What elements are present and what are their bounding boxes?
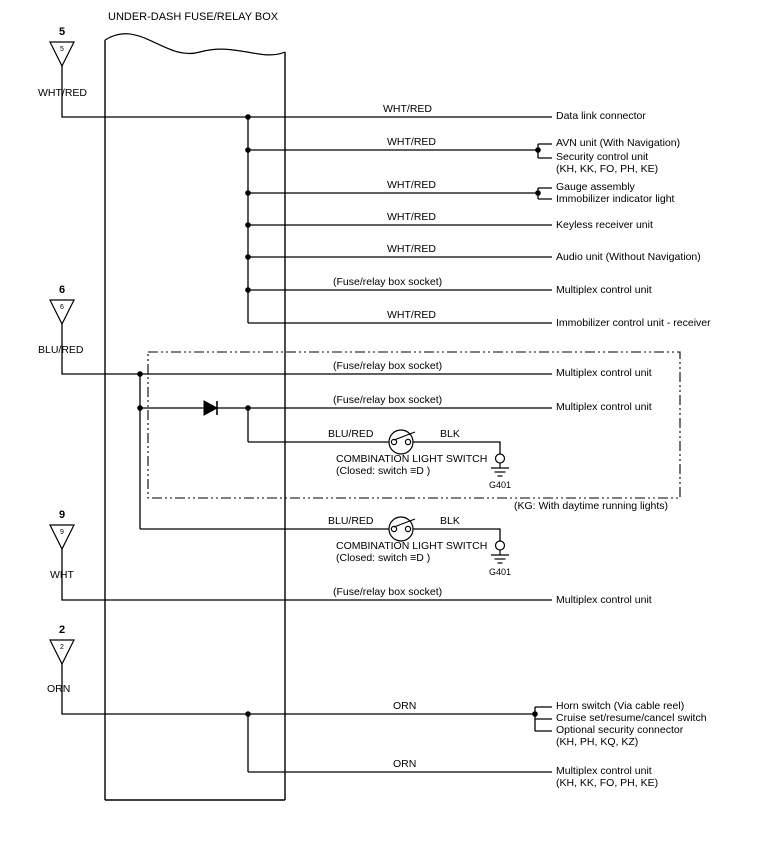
wire-color-label-wht-red-3: WHT/RED [387,179,436,191]
dest-avn-unit: AVN unit (With Navigation) [556,137,681,149]
wire-c2-main [61,664,535,715]
dest-multiplex-control-unit-models: (KH, KK, FO, PH, KE) [556,777,659,789]
connector-5-triangle [49,41,75,68]
wire-color-label-blu-red-2: BLU/RED [328,515,374,527]
wire-color-label-blu-red-1: BLU/RED [328,428,374,440]
dest-keyless-receiver-unit: Keyless receiver unit [556,219,653,231]
combination-light-switch-label-1: COMBINATION LIGHT SWITCH [336,453,488,465]
ground-symbol-g401-upper [491,453,509,477]
wire-color-label-wht-red-2: WHT/RED [387,136,436,148]
dest-cruise-switch: Cruise set/resume/cancel switch [556,712,707,724]
dest-multiplex-control-unit-4: Multiplex control unit [556,594,652,606]
ground-label-g401-2: G401 [488,567,512,577]
wire-color-label-orn-2: ORN [393,758,417,770]
fuse-relay-box-outline [104,33,286,801]
dest-security-control-unit-models: (KH, KK, FO, PH, KE) [556,163,659,175]
wire-bus-2 [247,714,552,773]
wire-switch1-right [413,441,501,454]
ground-label-g401-1: G401 [488,480,512,490]
dest-optional-security-connector: Optional security connector [556,724,684,736]
connector-5-number: 5 [58,26,66,38]
connector-6-number: 6 [58,284,66,296]
socket-label-1: (Fuse/relay box socket) [333,276,443,288]
dest-multiplex-control-unit-5: Multiplex control unit [556,765,652,777]
combination-light-switch-symbol [388,516,416,542]
socket-label-2: (Fuse/relay box socket) [333,360,443,372]
diode-symbol [203,400,219,416]
wire-switch2-right [413,528,501,541]
connector-2-cavity-number: 2 [60,644,64,651]
connector-2-number: 2 [58,624,66,636]
socket-label-4: (Fuse/relay box socket) [333,586,443,598]
wire-color-label-wht-red-6: WHT/RED [387,309,436,321]
connector-6-cavity-number: 6 [60,304,64,311]
dest-security-control-unit: Security control unit [556,151,649,163]
ground-symbol-g401-lower [491,540,509,564]
connector-9-number: 9 [58,509,66,521]
wire-c9-main [61,549,552,601]
connector-9-triangle [49,524,75,551]
socket-label-3: (Fuse/relay box socket) [333,394,443,406]
wire-color-label-blk-2: BLK [440,515,460,527]
dest-data-link-connector: Data link connector [556,110,646,122]
dest-gauge-assembly: Gauge assembly [556,181,635,193]
dest-multiplex-control-unit-2: Multiplex control unit [556,367,652,379]
dest-multiplex-control-unit-3: Multiplex control unit [556,401,652,413]
wire-color-label-blk-1: BLK [440,428,460,440]
dest-immobilizer-indicator-light: Immobilizer indicator light [556,193,675,205]
wire-c5-main [61,66,552,118]
connector-6-wire-color: BLU/RED [38,344,84,356]
diagram-title: UNDER-DASH FUSE/RELAY BOX [108,11,279,23]
connector-symbols [49,41,75,666]
junction-dots [137,114,541,717]
wire-color-label-wht-red-1: WHT/RED [383,103,432,115]
box-break-wave [104,33,286,56]
dest-immobilizer-control-unit: Immobilizer control unit - receiver [556,317,711,329]
combination-light-switch-label-2: COMBINATION LIGHT SWITCH [336,540,488,552]
connector-9-cavity-number: 9 [60,529,64,536]
wire-horn-bracket [534,706,552,732]
switch-closed-note-2: (Closed: switch ≡D ) [336,552,431,564]
kg-option-note: (KG: With daytime running lights) [514,500,669,512]
wire-c6-main [61,324,552,375]
connector-9-wire-color: WHT [50,569,74,581]
wires [61,66,552,773]
kg-option-boundary [147,351,681,499]
switch-closed-note-1: (Closed: switch ≡D ) [336,465,431,477]
dest-audio-unit: Audio unit (Without Navigation) [556,251,701,263]
dest-horn-switch: Horn switch (Via cable reel) [556,700,685,712]
connector-2-wire-color: ORN [47,683,71,695]
connector-6-triangle [49,299,75,326]
combination-light-switch-symbol-kg [388,429,416,455]
dest-optional-security-models: (KH, PH, KQ, KZ) [556,736,639,748]
wire-color-label-wht-red-4: WHT/RED [387,211,436,223]
connector-5-wire-color: WHT/RED [38,87,87,99]
connector-2-triangle [49,639,75,666]
wire-color-label-wht-red-5: WHT/RED [387,243,436,255]
wire-color-label-orn-1: ORN [393,700,417,712]
connector-5-cavity-number: 5 [60,46,64,53]
dest-multiplex-control-unit-1: Multiplex control unit [556,284,652,296]
